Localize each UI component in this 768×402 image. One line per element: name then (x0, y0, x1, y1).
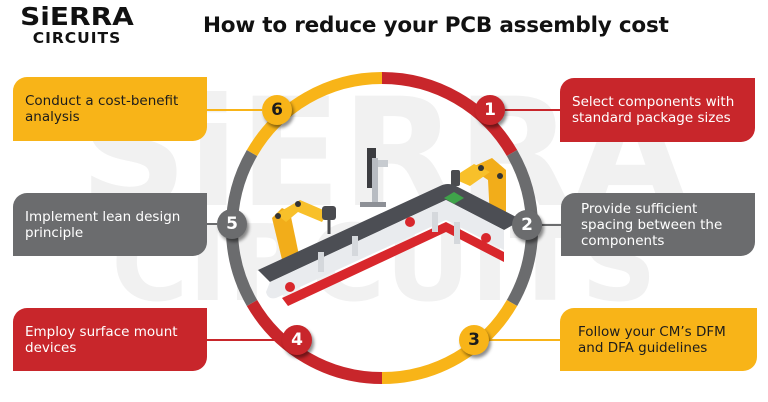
step-5-line-2: principle (25, 224, 84, 241)
step-badge-3: 3 (459, 325, 489, 355)
step-1-line-2: standard package sizes (572, 110, 731, 126)
step-2-line-3: components (581, 232, 665, 249)
logo-wordmark-top: SiERRA (20, 2, 134, 31)
page-title: How to reduce your PCB assembly cost (203, 13, 669, 38)
camera-stand-icon (360, 148, 388, 207)
robot-arm-left-icon (272, 200, 336, 268)
step-6-line-2: analysis (25, 109, 80, 125)
logo-wordmark-bottom: CIRCUITS (32, 29, 122, 47)
step-badge-4: 4 (282, 325, 312, 355)
step-1-line-1: Select components with (572, 94, 735, 110)
step-4-line-2: devices (25, 339, 77, 356)
step-badge-2: 2 (512, 210, 542, 240)
step-6-line-1: Conduct a cost-benefit (25, 93, 179, 109)
step-4-line-1: Employ surface mount (25, 323, 178, 340)
step-3-line-2: and DFA guidelines (578, 339, 708, 356)
sierra-circuits-logo: SiERRA CIRCUITS (12, 4, 142, 47)
step-3-line-1: Follow your CM’s DFM (578, 323, 726, 340)
step-2-line-2: spacing between the (581, 216, 723, 233)
step-2-line-1: Provide sufficient (581, 200, 698, 217)
conveyor-illustration-icon (258, 148, 522, 306)
step-5-line-1: Implement lean design (25, 208, 181, 225)
step-badge-6: 6 (262, 95, 292, 125)
step-badge-1: 1 (475, 95, 505, 125)
step-badge-5: 5 (217, 209, 247, 239)
robot-arm-right-icon (451, 158, 506, 218)
